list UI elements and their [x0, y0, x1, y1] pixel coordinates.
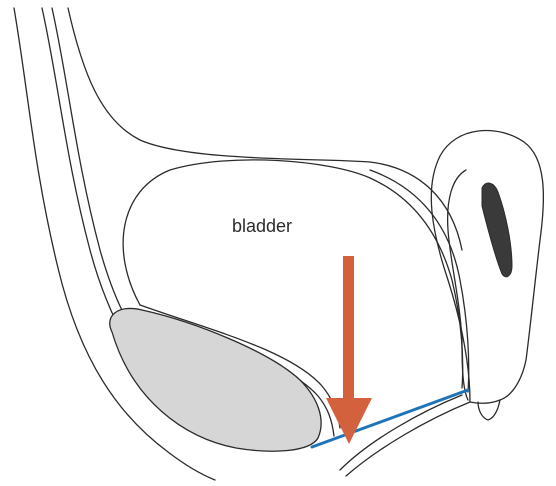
abdominal-wall-curve	[68, 8, 462, 250]
rectum-inner-outline	[448, 170, 468, 400]
third-wall-curve	[52, 8, 150, 355]
arrow-head	[326, 398, 372, 444]
arrow-shaft	[343, 256, 354, 400]
rectal-lumen-dark	[482, 183, 512, 277]
bladder-label: bladder	[232, 216, 292, 236]
bladder-wall-inner	[370, 170, 469, 392]
